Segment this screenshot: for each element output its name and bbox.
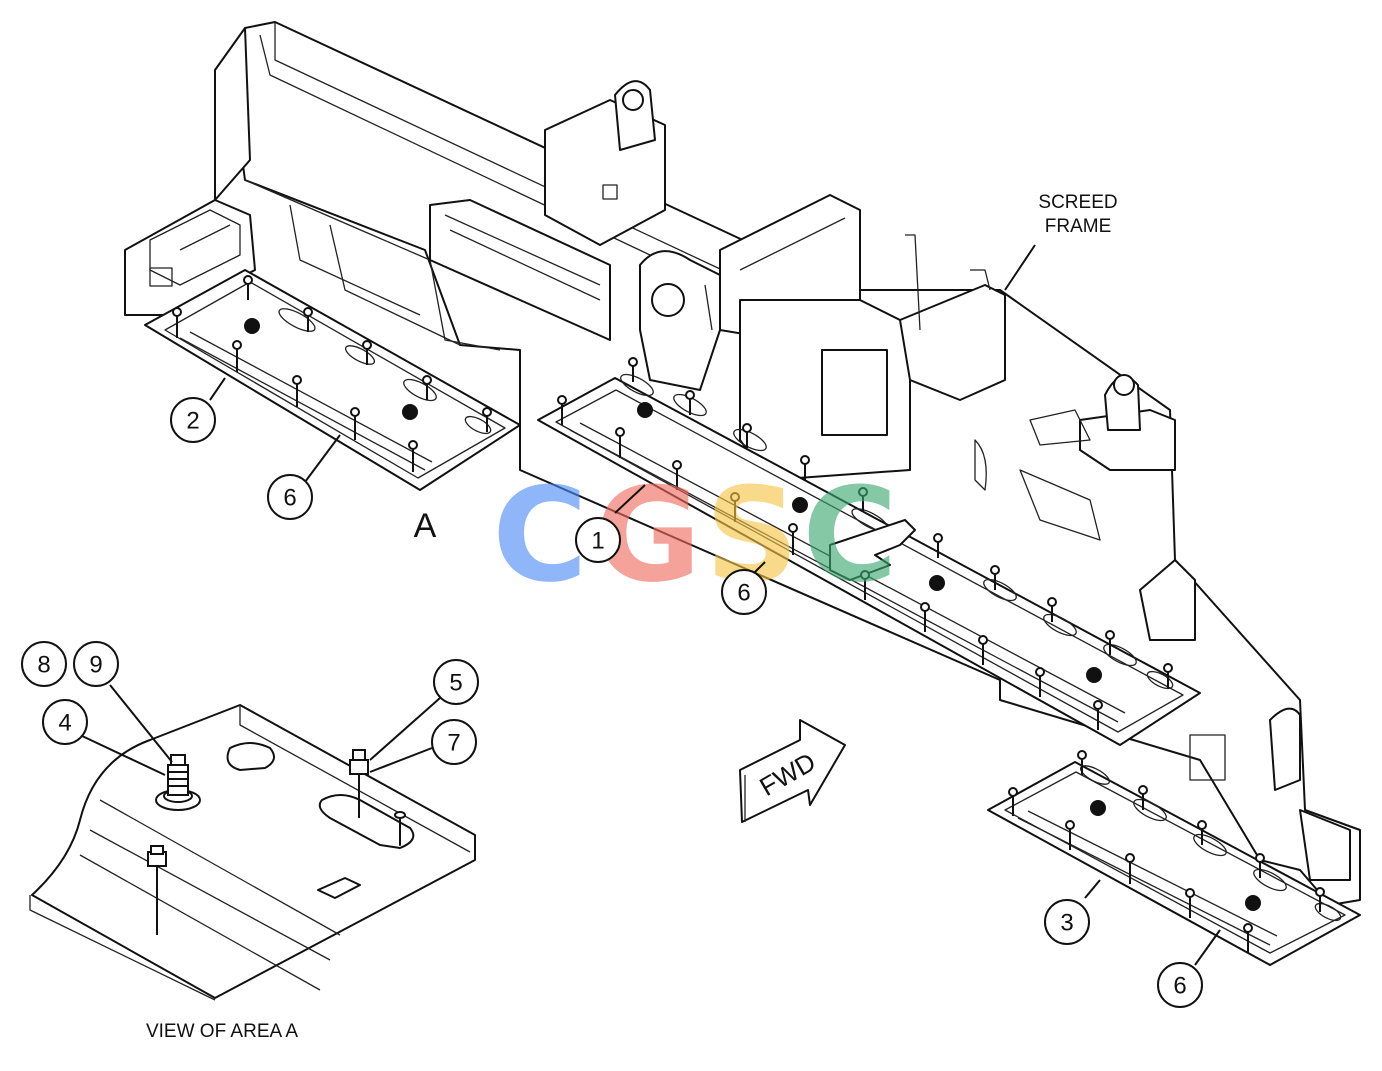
callout-3: 3: [1044, 899, 1090, 945]
svg-text:5: 5: [449, 670, 462, 697]
svg-text:6: 6: [283, 485, 296, 512]
svg-text:1: 1: [591, 528, 604, 555]
screed-frame-label-line1: SCREED: [1038, 192, 1117, 213]
detail-fastener-stud: [147, 749, 369, 935]
callout-9: 9: [73, 641, 119, 687]
svg-text:7: 7: [447, 730, 460, 757]
watermark-cgsc: C G S C: [492, 459, 897, 611]
strip-3-fasteners: [1008, 750, 1325, 953]
callout-6-lower: 6: [1157, 962, 1203, 1008]
detail-clip-nut: [155, 754, 201, 811]
callout-6-center: 6: [721, 569, 767, 615]
callout-6-upper: 6: [267, 474, 313, 520]
area-a-marker: A: [414, 507, 437, 545]
watermark-letter-c2: C: [802, 459, 897, 611]
strip-3: [987, 761, 1361, 966]
svg-text:6: 6: [737, 580, 750, 607]
callout-8: 8: [21, 641, 67, 687]
svg-text:6: 6: [1173, 973, 1186, 1000]
detail-view-a: [29, 704, 476, 1001]
svg-text:4: 4: [58, 710, 71, 737]
callout-2: 2: [170, 397, 216, 443]
svg-text:9: 9: [89, 652, 102, 679]
watermark-letter-c1: C: [492, 459, 587, 611]
svg-text:8: 8: [37, 652, 50, 679]
forward-arrow: FWD: [739, 719, 846, 823]
strip-2-fasteners: [172, 275, 492, 472]
leader-lines: [79, 244, 1221, 966]
view-caption: VIEW OF AREA A: [146, 1021, 298, 1042]
callout-4: 4: [42, 699, 88, 745]
callout-1: 1: [575, 517, 621, 563]
svg-text:3: 3: [1060, 910, 1073, 937]
callout-5: 5: [433, 659, 479, 705]
callout-7: 7: [431, 719, 477, 765]
strip-2: [144, 269, 521, 491]
screed-frame-label-line2: FRAME: [1045, 216, 1112, 237]
strip-1: [537, 373, 1201, 746]
svg-text:2: 2: [186, 408, 199, 435]
strip-1-fasteners: [557, 357, 1173, 730]
